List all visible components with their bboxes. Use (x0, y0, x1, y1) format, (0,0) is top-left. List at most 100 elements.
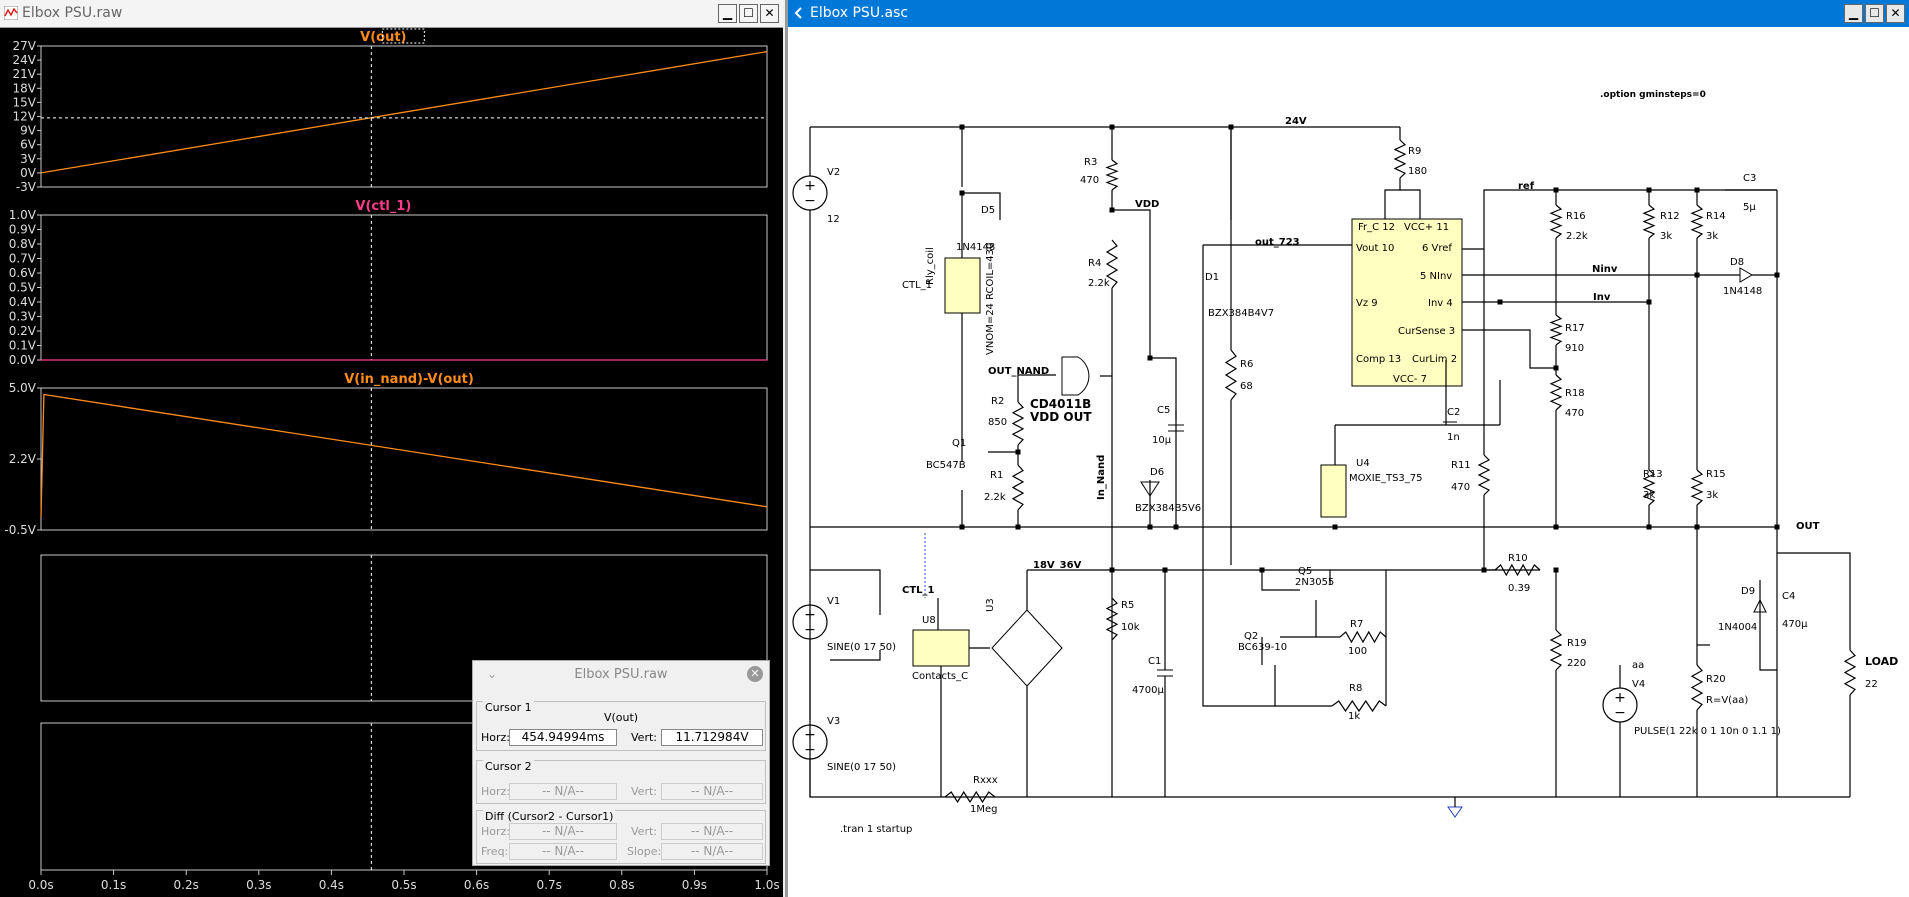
schematic-label: BZX384B4V7 (1208, 308, 1274, 319)
y-tick-label: 0.2V (9, 324, 37, 338)
waveform-app-icon (4, 6, 18, 20)
schematic-label: aa (1632, 660, 1644, 671)
schematic-label: OUT (1796, 521, 1820, 532)
y-tick-label: 0.4V (9, 295, 37, 309)
x-tick-label: 0.3s (246, 878, 271, 892)
schematic-label: Inv 4 (1428, 298, 1453, 309)
waveform-window-title: Elbox PSU.raw (22, 5, 123, 21)
schematic-label: 1n (1447, 432, 1460, 443)
wire (962, 192, 1001, 220)
junction-dot (1015, 524, 1021, 530)
wire (1642, 469, 1656, 506)
close-button[interactable]: ✕ (760, 4, 779, 23)
d6-zener (1140, 481, 1160, 497)
wire (1224, 349, 1238, 401)
x-tick-label: 1.0s (754, 878, 779, 892)
y-tick-label: 0.7V (9, 252, 37, 266)
wire (810, 569, 881, 615)
wire (1462, 189, 1777, 250)
diff-group: Diff (Cursor2 - Cursor1) Horz: -- N/A-- … (476, 810, 766, 864)
schematic-label: VNOM=24 RCOIL=430 (985, 243, 996, 355)
schematic-label: VCC- 7 (1393, 374, 1427, 385)
schematic-label: .tran 1 startup (840, 824, 912, 835)
cursor1-vert-field[interactable]: 11.712984V (661, 729, 763, 746)
diff-vert-label: Vert: (631, 825, 657, 838)
schematic-label: 10k (1121, 622, 1140, 633)
schematic-label: CTL_1 (902, 585, 935, 596)
schematic-label: Q2 (1244, 631, 1258, 642)
x-tick-label: 0.7s (537, 878, 562, 892)
y-tick-label: 27V (13, 39, 37, 53)
schematic-label: Q5 (1298, 566, 1312, 577)
wire (1105, 597, 1119, 641)
dialog-close-icon[interactable]: ✕ (747, 666, 763, 682)
y-tick-label: 0.6V (9, 266, 37, 280)
schematic-label: 10µ (1152, 435, 1172, 446)
cursor1-horz-field[interactable]: 454.94994ms (509, 729, 617, 746)
schematic-titlebar[interactable]: Elbox PSU.asc ▁ ☐ ✕ (788, 0, 1909, 27)
schematic-canvas[interactable]: +−+−+−+−.option gminsteps=024VV212Rly_co… (788, 27, 1909, 897)
schematic-label: CurSense 3 (1398, 326, 1455, 337)
x-tick-label: 0.2s (174, 878, 199, 892)
schematic-maximize-button[interactable]: ☐ (1865, 4, 1884, 23)
maximize-button[interactable]: ☐ (739, 4, 758, 23)
schematic-label: 220 (1567, 658, 1586, 669)
schematic-label: 470µ (1782, 619, 1808, 630)
schematic-label: Ninv (1592, 264, 1618, 275)
schematic-window[interactable]: Elbox PSU.asc ▁ ☐ ✕ +−+−+−+−.option gmin… (785, 0, 1909, 897)
wire (1331, 699, 1387, 713)
junction-dot (1109, 124, 1115, 130)
x-tick-label: 0.1s (101, 878, 126, 892)
schematic-label: R9 (1408, 146, 1421, 157)
d9-diode (1753, 598, 1767, 613)
dialog-chevron-icon[interactable]: ⌄ (487, 667, 498, 681)
junction-dot (1497, 299, 1503, 305)
schematic-label: D8 (1730, 257, 1744, 268)
schematic-label: Q1 (952, 438, 966, 449)
schematic-label: Vz 9 (1356, 298, 1378, 309)
y-tick-label: 2.2V (9, 452, 37, 466)
schematic-label: R4 (1088, 258, 1101, 269)
cursor2-group: Cursor 2 Horz: -- N/A-- Vert: -- N/A-- (476, 760, 766, 804)
schematic-label: VCC+ 11 (1404, 222, 1449, 233)
schematic-label: R10 (1508, 553, 1528, 564)
cursor-dialog[interactable]: Elbox PSU.raw ⌄ ✕ Cursor 1 V(out) Horz: … (472, 660, 770, 866)
schematic-label: Fr_C 12 (1358, 222, 1395, 233)
schematic-minimize-button[interactable]: ▁ (1844, 4, 1863, 23)
x-tick-label: 0.4s (319, 878, 344, 892)
schematic-label: VDD (1135, 199, 1159, 210)
voltage-source-v1 (792, 604, 828, 640)
schematic-label: LOAD (1865, 655, 1898, 668)
cursor1-group: Cursor 1 V(out) Horz: 454.94994ms Vert: … (476, 701, 766, 751)
y-tick-label: 0.1V (9, 339, 37, 353)
schematic-label: R8 (1349, 683, 1362, 694)
x-tick-label: 0.8s (609, 878, 634, 892)
wire (1690, 204, 1704, 239)
schematic-label: 0.39 (1508, 583, 1530, 594)
y-tick-label: -0.5V (4, 523, 36, 537)
schematic-label: R16 (1566, 211, 1586, 222)
minimize-button[interactable]: ▁ (718, 4, 737, 23)
wire (1477, 454, 1491, 496)
schematic-label: SINE(0 17 50) (827, 642, 896, 653)
diff-horz-field: -- N/A-- (509, 823, 617, 840)
wire (1549, 204, 1563, 239)
schematic-label: R1 (990, 470, 1003, 481)
wire (1393, 139, 1407, 179)
schematic-label: 1N4148 (956, 242, 995, 253)
x-tick-label: 0.5s (391, 878, 416, 892)
schematic-label: C3 (1743, 173, 1756, 184)
pane-label-3: V(in_nand)-V(out) (344, 372, 474, 387)
schematic-label: 2N3055 (1295, 577, 1334, 588)
schematic-close-button[interactable]: ✕ (1886, 4, 1905, 23)
schematic-label: 68 (1240, 381, 1253, 392)
schematic-label: 18V_36V (1033, 560, 1082, 571)
voltage-source-v4-plus: + (1614, 690, 1626, 706)
y-tick-label: 24V (13, 53, 37, 67)
plot-pane-3 (40, 387, 768, 531)
schematic-label: 470 (1080, 175, 1099, 186)
wire (1642, 204, 1656, 239)
waveform-titlebar[interactable]: Elbox PSU.raw ▁ ☐ ✕ (0, 0, 783, 28)
wire (809, 760, 1850, 798)
